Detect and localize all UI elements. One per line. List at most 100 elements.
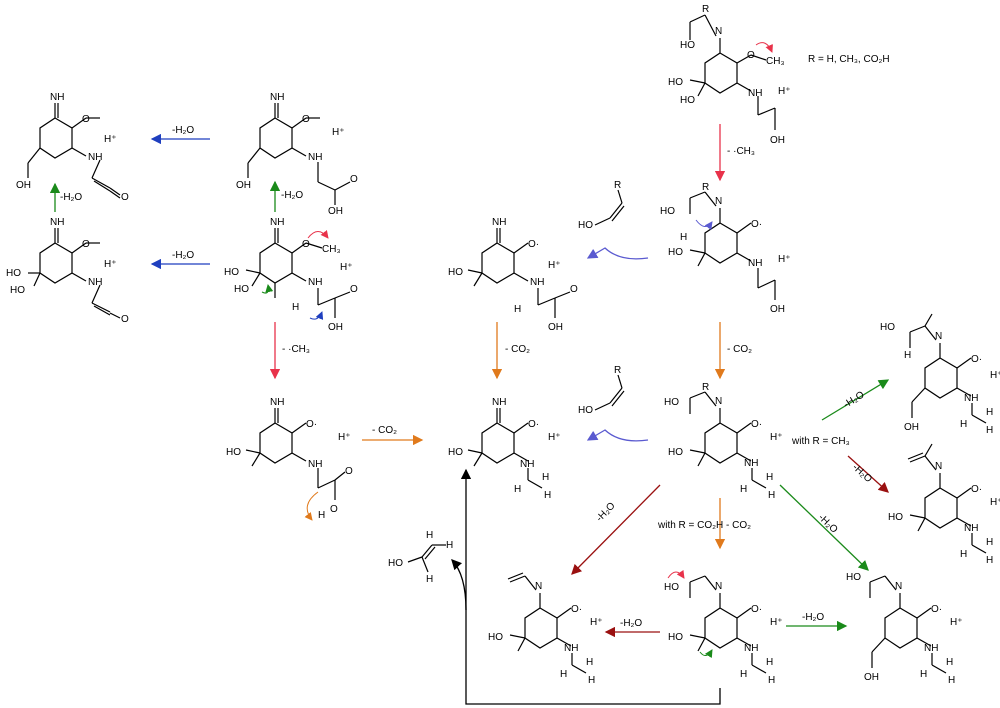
atom-label: H: [426, 574, 433, 585]
atom-label: HO: [488, 632, 503, 643]
h-plus: H⁺: [778, 86, 791, 97]
fragment-enol-lower: HO R: [578, 365, 625, 416]
molecule-center-radical-glycine: NH O· NH HO H O OH H⁺: [448, 217, 578, 333]
atom-label: H: [948, 675, 955, 686]
atom-label: H: [986, 555, 993, 566]
atom-label: H: [446, 540, 453, 551]
molecule-bottom-center: N HO O· NH HO H H H H⁺: [664, 569, 783, 686]
atom-label: O: [345, 466, 353, 477]
atom-label: H: [986, 407, 993, 418]
atom-label: HO: [388, 558, 403, 569]
molecule-bottom-vinyl: N O· NH HO H H H H⁺: [488, 572, 603, 686]
atom-label: NH: [270, 397, 284, 408]
atom-label: NH: [308, 459, 322, 470]
molecule-bottom-right-aromatic: N HO O· NH OH H H H H⁺: [846, 572, 963, 686]
atom-label: OH: [770, 135, 785, 146]
h-plus: H⁺: [338, 432, 351, 443]
r-definition: R = H, CH₃, CO₂H: [808, 54, 890, 65]
label-minus-h2o: -H₂O: [281, 190, 303, 201]
atom-label: OH: [16, 180, 31, 191]
atom-label: O·: [528, 239, 539, 250]
atom-label: HO: [680, 95, 695, 106]
atom-label: N: [715, 26, 722, 37]
atom-label: HO: [880, 322, 895, 333]
molecule-top-right-start: N R HO O CH₃ NH HO HO OH H⁺: [668, 4, 791, 146]
atom-label: NH: [744, 643, 758, 654]
atom-label: NH: [564, 643, 578, 654]
h-plus: H⁺: [104, 134, 117, 145]
atom-label: NH: [50, 92, 64, 103]
atom-label: HO: [578, 405, 593, 416]
atom-label: NH: [88, 277, 102, 288]
atom-label: HO: [846, 572, 861, 583]
label-minus-ch3: - ·CH₃: [282, 344, 310, 355]
atom-label: N: [535, 581, 542, 592]
atom-label: NH: [520, 459, 534, 470]
atom-label: O: [350, 174, 358, 185]
atom-label: H: [318, 510, 325, 521]
molecule-aromatic-glycine: NH O NH OH O OH H⁺: [236, 92, 358, 217]
atom-label: NH: [744, 458, 758, 469]
fragment-vinyl-alcohol: HO H H H: [388, 530, 453, 585]
atom-label: HO: [6, 268, 21, 279]
molecule-center-product: NH O· NH HO H H H H⁺: [448, 397, 561, 501]
atom-label: OH: [548, 322, 563, 333]
atom-label: O: [747, 50, 755, 61]
atom-label: H: [986, 425, 993, 436]
h-plus: H⁺: [590, 617, 603, 628]
label-minus-h2o: -H₂O: [850, 462, 874, 485]
atom-label: H: [560, 669, 567, 680]
atom-label: HO: [10, 285, 25, 296]
atom-label: O: [82, 114, 90, 125]
atom-label: HO: [664, 582, 679, 593]
atom-label: HO: [234, 284, 249, 295]
atom-label: NH: [964, 523, 978, 534]
atom-label: H: [904, 350, 911, 361]
arrow-vinyl-alcohol-release: [451, 559, 467, 611]
atom-label: OH: [904, 422, 919, 433]
molecule-right-middle-propenyl: N O· NH HO H H H H⁺: [888, 443, 1000, 566]
atom-label: HO: [226, 447, 241, 458]
atom-label: H: [586, 657, 593, 668]
atom-label: N: [715, 396, 722, 407]
atom-label: HO: [664, 397, 679, 408]
atom-label: CH₃: [766, 56, 785, 67]
atom-label: HO: [578, 220, 593, 231]
atom-label: OH: [864, 672, 879, 683]
atom-label: OH: [236, 180, 251, 191]
atom-label: N: [715, 196, 722, 207]
atom-label: HO: [660, 206, 675, 217]
atom-label: H: [740, 669, 747, 680]
atom-label: H: [960, 419, 967, 430]
atom-label: H: [768, 675, 775, 686]
atom-label: NH: [530, 277, 544, 288]
atom-label: H: [588, 675, 595, 686]
label-minus-ch3: - ·CH₃: [727, 146, 755, 157]
atom-label: NH: [748, 258, 762, 269]
atom-label: O: [570, 284, 578, 295]
atom-label: NH: [492, 397, 506, 408]
h-plus: H⁺: [950, 617, 963, 628]
label-minus-h2o: -H₂O: [620, 618, 642, 629]
atom-label: O·: [751, 419, 762, 430]
atom-label: HO: [668, 632, 683, 643]
atom-label: HO: [668, 77, 683, 88]
atom-label: NH: [50, 217, 64, 228]
molecule-methoxy-imine-glycine: NH O CH₃ NH HO HO H O OH H⁺: [224, 217, 358, 333]
atom-label: NH: [964, 393, 978, 404]
arrow-enol-release-lower: [586, 429, 649, 442]
atom-label: H: [920, 669, 927, 680]
atom-label: H: [514, 484, 521, 495]
h-plus: H⁺: [340, 262, 353, 273]
atom-label: NH: [308, 152, 322, 163]
label-with-r-ch3: with R = CH₃: [791, 436, 850, 447]
label-minus-h2o: -H₂O: [172, 250, 194, 261]
atom-label: H: [766, 472, 773, 483]
atom-label: NH: [270, 92, 284, 103]
atom-label: O: [302, 239, 310, 250]
label-minus-h2o: -H₂O: [802, 612, 824, 623]
atom-label: HO: [680, 40, 695, 51]
atom-label: H: [544, 490, 551, 501]
atom-label: HO: [448, 447, 463, 458]
arrow-h2o-propenyl: [847, 455, 889, 493]
